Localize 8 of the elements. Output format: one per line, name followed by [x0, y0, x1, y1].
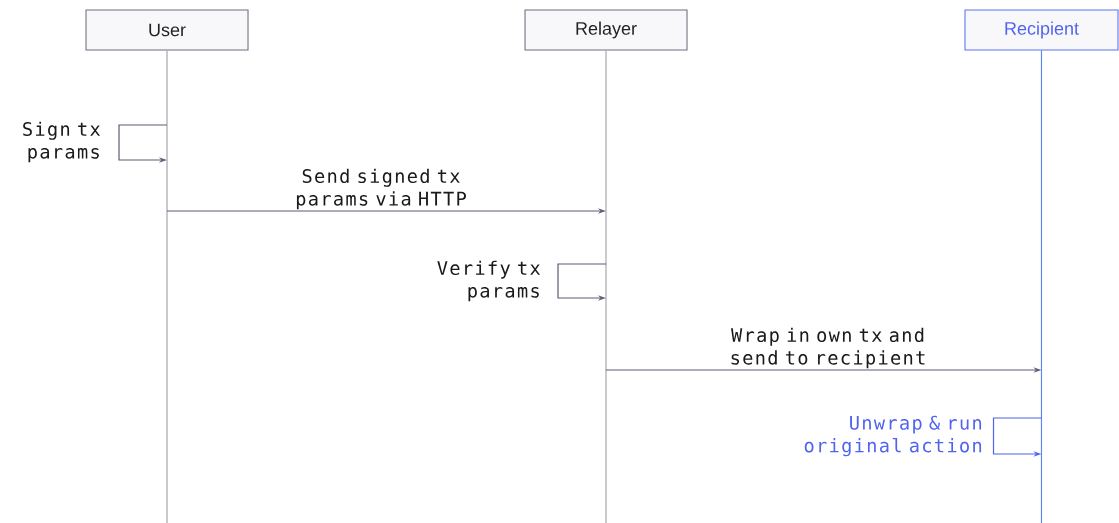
message-label: Unwrap & run original action	[804, 415, 982, 457]
participant-box: Recipient	[964, 9, 1119, 51]
participant-box: Relayer	[524, 9, 688, 51]
message-label: Sign tx params	[23, 121, 101, 163]
message-label: Verify tx params	[437, 260, 541, 302]
message-label: Wrap in own tx and send to recipient	[731, 327, 925, 369]
message-label: Send signed tx params via HTTP	[296, 168, 466, 210]
participant-box: User	[85, 9, 249, 51]
